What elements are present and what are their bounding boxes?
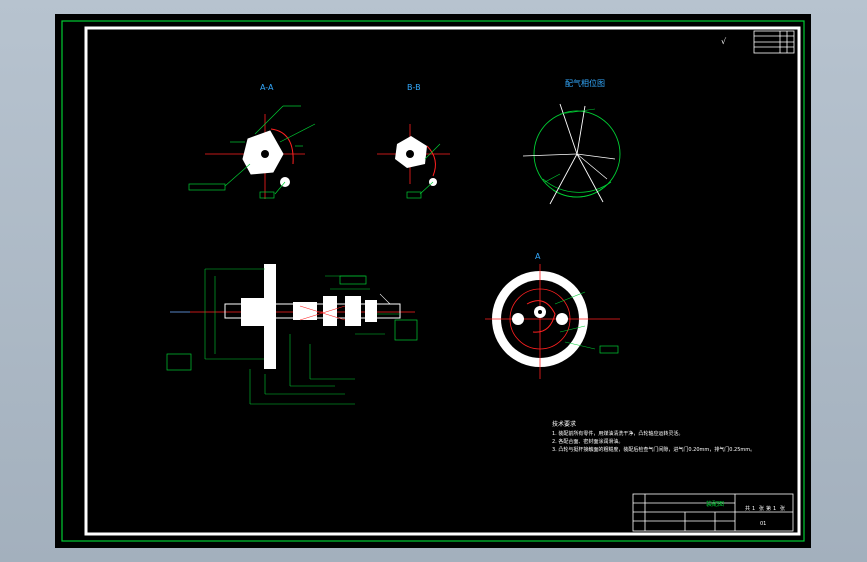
svg-text:1: 1	[773, 506, 776, 512]
title-block-scale-cells: 共 1 张 第 1 张	[745, 505, 785, 512]
svg-text:第: 第	[766, 505, 771, 512]
title-block-name: 装配图	[706, 500, 724, 508]
section-b-view	[377, 124, 450, 199]
view-a-label: A	[535, 252, 541, 261]
outer-frame	[61, 20, 805, 542]
cad-drawing-canvas[interactable]: √ A-A	[55, 14, 811, 548]
title-block	[632, 493, 794, 532]
inner-frame	[84, 26, 801, 536]
roughness-table	[753, 30, 795, 54]
technical-requirements: 技术要求 1. 装配前所有零件，用煤油清洗干净，凸轮轴应运转灵活。 2. 各配合…	[552, 420, 755, 453]
svg-text:张: 张	[780, 505, 785, 512]
svg-text:张: 张	[759, 505, 764, 512]
valve-timing-label: 配气相位图	[565, 78, 605, 88]
valve-timing-diagram	[522, 103, 621, 205]
section-a-label: A-A	[260, 83, 274, 92]
sheet-number: 01	[760, 521, 766, 527]
tech-title: 技术要求	[552, 420, 576, 428]
tech-line-3: 3. 凸轮与挺杆接触面的粗糙度，装配后检查气门间隙，进气门0.20mm，排气门0…	[552, 446, 755, 453]
camshaft-assembly-view	[166, 264, 418, 405]
tech-line-1: 1. 装配前所有零件，用煤油清洗干净，凸轮轴应运转灵活。	[552, 430, 683, 437]
view-a-gear	[485, 264, 620, 379]
corner-symbol: √	[721, 37, 727, 46]
section-b-label: B-B	[407, 83, 421, 92]
svg-text:1: 1	[752, 506, 755, 512]
svg-text:共: 共	[745, 505, 750, 512]
section-a-view	[188, 105, 316, 199]
tech-line-2: 2. 各配合面、密封面涂润滑油。	[552, 438, 623, 445]
drawing-sheet: √ A-A	[55, 14, 811, 548]
